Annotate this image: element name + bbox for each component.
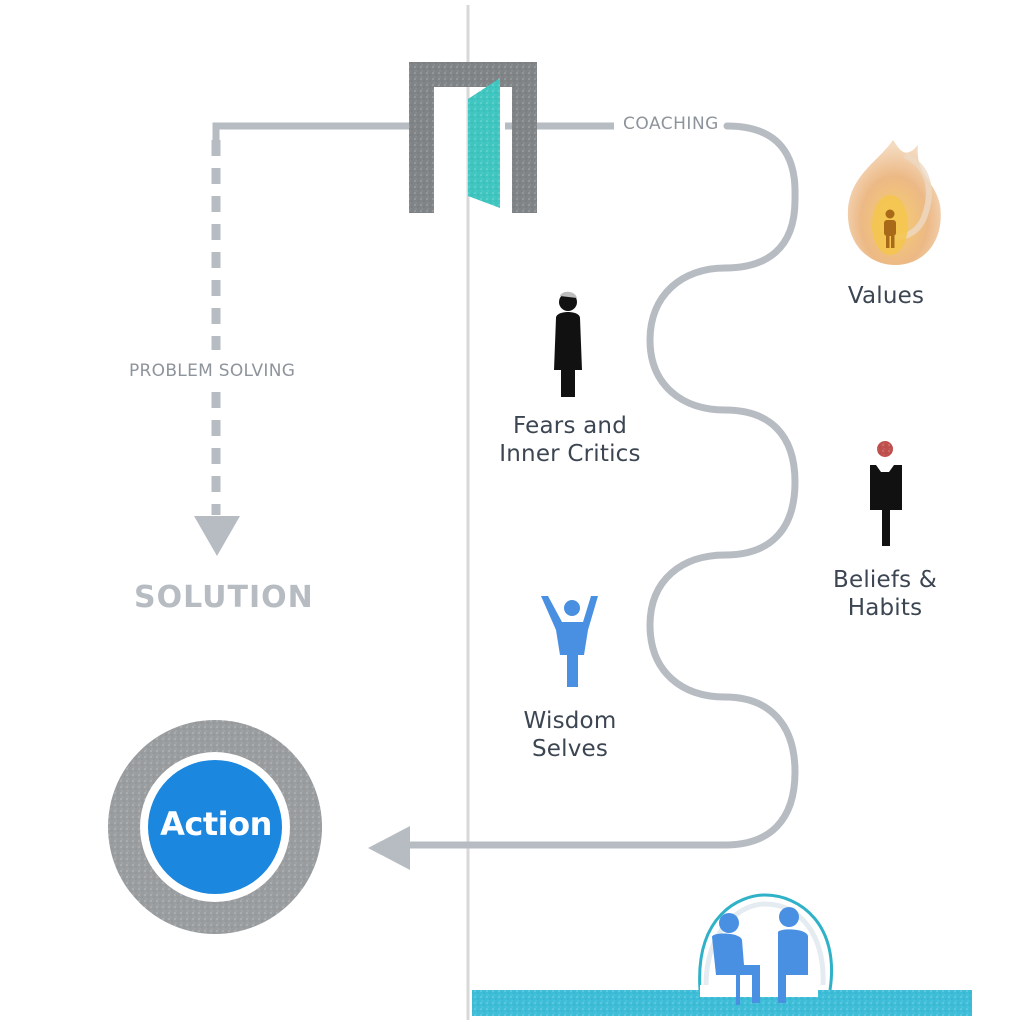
beliefs-caption-line2: Habits: [847, 595, 923, 621]
fears-caption-line1: Fears and: [512, 413, 628, 439]
solution-arrowhead: [194, 516, 240, 556]
action-button[interactable]: [108, 720, 322, 934]
standing-person-icon: [554, 291, 582, 397]
action-label: Action: [160, 805, 272, 843]
fears-caption-line2: Inner Critics: [499, 441, 641, 467]
solution-label: SOLUTION: [134, 580, 314, 615]
problem-solving-path: [212, 122, 420, 140]
coaching-label: COACHING: [623, 114, 719, 134]
wisdom-caption-line1: Wisdom: [523, 708, 617, 734]
arms-raised-person-icon: [541, 596, 598, 687]
problem-solving-label: PROBLEM SOLVING: [129, 361, 296, 381]
coaching-serpentine-path: [406, 122, 799, 849]
doorway-icon: [409, 62, 537, 213]
beliefs-caption-line1: Beliefs &: [833, 567, 937, 593]
action-arrowhead: [368, 826, 410, 870]
values-caption: Values: [847, 283, 925, 309]
wisdom-caption-line2: Selves: [531, 736, 609, 762]
flame-person-icon: [847, 140, 941, 265]
bell-headed-person-icon: [870, 441, 902, 546]
two-seated-people-icon: [472, 893, 972, 1016]
